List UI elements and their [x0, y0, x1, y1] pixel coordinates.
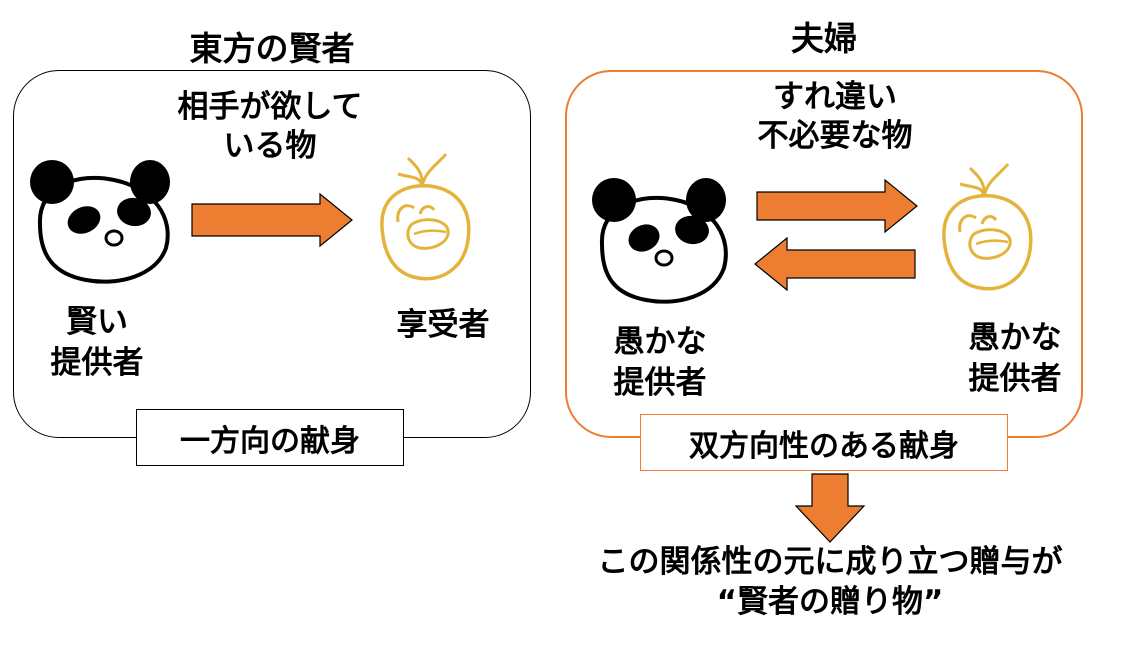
right-arrow-label-line2: 不必要な物 — [757, 117, 913, 154]
left-box-label: 一方向の献身 — [136, 409, 404, 466]
right-arrow-label: すれ違い 不必要な物 — [690, 78, 980, 156]
arrow-down-icon — [794, 473, 866, 543]
onion-face-icon — [380, 153, 471, 281]
right-box-label: 双方向性のある献身 — [640, 414, 1008, 471]
conclusion-text: この関係性の元に成り立つ贈与が “賢者の贈り物” — [540, 542, 1120, 623]
left-arrow-label-line1: 相手が欲して — [177, 89, 363, 125]
right-person-b-label: 愚かな 提供者 — [935, 318, 1095, 400]
right-person-b-label-line1: 愚かな — [968, 320, 1062, 356]
right-person-a-label: 愚かな 提供者 — [580, 322, 740, 404]
right-person-a-label-line2: 提供者 — [613, 365, 707, 402]
conclusion-line1: この関係性の元に成り立つ贈与が — [597, 544, 1063, 580]
left-giver-label: 賢い 提供者 — [22, 302, 172, 384]
left-arrow-label-line2: いる物 — [223, 127, 317, 164]
left-panel-title: 東方の賢者 — [189, 29, 355, 68]
right-person-a-label-line1: 愚かな — [613, 324, 707, 360]
left-giver-label-line2: 提供者 — [50, 345, 144, 382]
arrow-right-icon — [756, 178, 918, 234]
right-arrow-label-line1: すれ違い — [773, 79, 897, 115]
left-receiver-label: 享受者 — [396, 307, 490, 343]
right-panel-title: 夫婦 — [791, 19, 857, 58]
panda-face-icon — [592, 178, 728, 304]
onion-face-icon — [942, 163, 1033, 291]
arrow-right-icon — [191, 192, 353, 248]
arrow-left-icon — [754, 236, 916, 292]
left-arrow-label: 相手が欲して いる物 — [135, 88, 405, 166]
conclusion-line2: “賢者の贈り物” — [716, 584, 944, 621]
panda-face-icon — [30, 160, 170, 284]
right-person-b-label-line2: 提供者 — [968, 361, 1062, 398]
left-giver-label-line1: 賢い — [66, 304, 128, 340]
